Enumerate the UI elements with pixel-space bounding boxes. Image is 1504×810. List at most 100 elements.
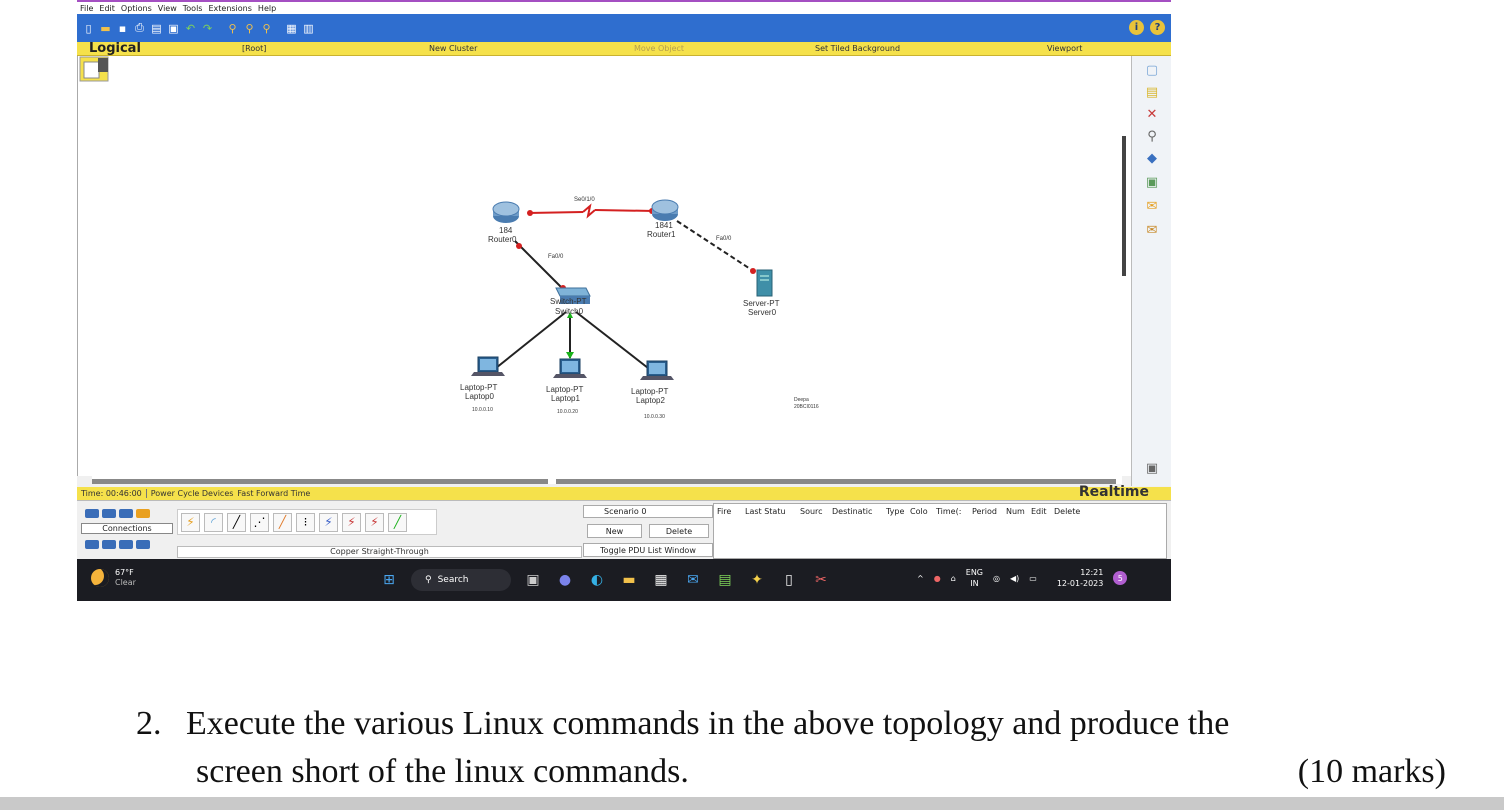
- new-icon[interactable]: ▯: [85, 21, 92, 35]
- serial-link-2[interactable]: [594, 209, 655, 212]
- auto-connection-icon[interactable]: ⚡: [181, 512, 200, 532]
- zoom-in-icon[interactable]: ⚲: [228, 21, 237, 35]
- network-device-icon[interactable]: [85, 509, 99, 518]
- set-tiled-background-button[interactable]: Set Tiled Background: [815, 44, 901, 53]
- wan-emulation-icon[interactable]: [119, 540, 133, 549]
- power-cycle-devices-button[interactable]: Power Cycle Devices: [150, 489, 234, 498]
- edge-icon[interactable]: ◐: [590, 572, 604, 588]
- chevron-up-icon[interactable]: ^: [917, 573, 924, 583]
- phone-cable-icon[interactable]: ⁝: [296, 512, 315, 532]
- weather-widget[interactable]: 67°F Clear: [91, 568, 136, 588]
- fiber-icon[interactable]: ╱: [273, 512, 292, 532]
- open-icon[interactable]: ▬: [100, 21, 111, 35]
- toggle-pdu-list-button[interactable]: Toggle PDU List Window: [583, 543, 713, 557]
- router1-device[interactable]: 1841 Router1: [647, 199, 679, 239]
- serial-dte-icon[interactable]: ⚡: [342, 512, 361, 532]
- link-switch0-laptop2[interactable]: [575, 311, 649, 369]
- laptop0-device[interactable]: Laptop-PT Laptop0 10.0.0.10: [460, 356, 505, 413]
- notification-badge[interactable]: 5: [1113, 571, 1128, 585]
- switch0-device[interactable]: Switch-PT Switch0: [550, 287, 591, 316]
- undo-icon[interactable]: ↶: [185, 21, 196, 35]
- link-router1-server0[interactable]: [676, 220, 759, 275]
- menu-file[interactable]: File: [80, 3, 94, 13]
- zoom-out-icon[interactable]: ⚲: [262, 21, 271, 35]
- root-button[interactable]: [Root]: [242, 44, 267, 53]
- network-alert-icon[interactable]: ⌂: [950, 573, 956, 583]
- laptop1-device[interactable]: Laptop-PT Laptop1 10.0.0.20: [546, 358, 587, 415]
- help-icon[interactable]: ?: [1150, 20, 1165, 35]
- realtime-mode-tab[interactable]: Realtime: [1078, 484, 1149, 500]
- language-region[interactable]: IN: [970, 579, 979, 588]
- menu-tools[interactable]: Tools: [182, 3, 203, 13]
- mail-icon[interactable]: ✉: [687, 572, 699, 588]
- language-code[interactable]: ENG: [965, 568, 984, 577]
- link-switch0-laptop0[interactable]: [495, 311, 567, 369]
- note-id[interactable]: 20BCI0116: [794, 404, 819, 410]
- serial-dce-icon[interactable]: ⚡: [319, 512, 338, 532]
- copper-cross-icon[interactable]: ⋰: [250, 512, 269, 532]
- file-explorer-icon[interactable]: ▬: [622, 572, 636, 588]
- snipping-tool-icon[interactable]: ✂: [815, 572, 827, 588]
- copy-icon[interactable]: ▣: [168, 21, 179, 35]
- router0-device[interactable]: 184 Router0: [488, 201, 520, 244]
- note-name[interactable]: Deepa: [794, 397, 809, 403]
- save-icon[interactable]: ▪: [118, 21, 127, 35]
- scenario-select[interactable]: Scenario 0: [583, 505, 713, 518]
- info-icon[interactable]: i: [1129, 20, 1144, 35]
- fast-forward-time-button[interactable]: Fast Forward Time: [237, 489, 311, 498]
- console-cable-icon[interactable]: ◜: [204, 512, 223, 532]
- viewport-icon[interactable]: ▣: [1145, 460, 1159, 476]
- resize-shape-icon[interactable]: ▣: [1145, 174, 1159, 190]
- terminal-icon[interactable]: ▤: [718, 572, 732, 588]
- serial-link[interactable]: [527, 211, 584, 214]
- copper-straight-icon[interactable]: ╱: [227, 512, 246, 532]
- activity-wizard-icon[interactable]: ▤: [151, 21, 162, 35]
- menu-help[interactable]: Help: [257, 3, 277, 13]
- custom-icon[interactable]: [136, 540, 150, 549]
- workspace-canvas[interactable]: Se0/1/0 Fa0/0 Fa0/0 184 Router0 1841 Rou…: [77, 56, 1131, 484]
- clock-date[interactable]: 12-01-2023: [1056, 579, 1104, 588]
- print-icon[interactable]: ⎙: [135, 21, 144, 34]
- octal-cable-icon[interactable]: ⚡: [365, 512, 384, 532]
- store-icon[interactable]: ▦: [654, 572, 668, 588]
- misc-device-icon[interactable]: [85, 540, 99, 549]
- note-icon[interactable]: ▤: [1145, 84, 1159, 100]
- select-icon[interactable]: ▢: [1145, 62, 1159, 78]
- component-icon[interactable]: [119, 509, 133, 518]
- menu-options[interactable]: Options: [120, 3, 152, 13]
- inspect-icon[interactable]: ⚲: [1147, 128, 1157, 144]
- horizontal-scrollbar[interactable]: [92, 476, 1122, 484]
- tray-app-icon[interactable]: ●: [933, 573, 941, 583]
- add-complex-pdu-icon[interactable]: ✉: [1146, 222, 1158, 238]
- redo-icon[interactable]: ↷: [202, 21, 213, 35]
- palette-icon[interactable]: ▦: [286, 21, 297, 35]
- custom-device-icon[interactable]: ▥: [303, 21, 314, 35]
- volume-icon[interactable]: ◀): [1010, 573, 1020, 583]
- document-icon[interactable]: ▯: [785, 572, 793, 588]
- vertical-scrollbar[interactable]: [1118, 136, 1130, 526]
- new-cluster-button[interactable]: New Cluster: [429, 44, 478, 53]
- task-view-icon[interactable]: ▣: [526, 572, 540, 588]
- battery-icon[interactable]: ▭: [1029, 573, 1037, 583]
- new-scenario-button[interactable]: New: [587, 524, 642, 538]
- teams-icon[interactable]: ●: [558, 572, 572, 588]
- viewport-button[interactable]: Viewport: [1047, 44, 1083, 53]
- laptop2-device[interactable]: Laptop-PT Laptop2 10.0.0.30: [631, 360, 674, 420]
- move-object-button[interactable]: Move Object: [634, 44, 685, 53]
- draw-shape-icon[interactable]: ◆: [1147, 150, 1157, 166]
- link-router0-switch0[interactable]: [514, 240, 569, 295]
- menu-view[interactable]: View: [157, 3, 177, 13]
- clock-time[interactable]: 12:21: [1080, 568, 1104, 577]
- menu-edit[interactable]: Edit: [99, 3, 115, 13]
- zoom-reset-icon[interactable]: ⚲: [245, 21, 254, 35]
- navigation-icon[interactable]: [79, 56, 109, 82]
- iot-cable-icon[interactable]: ╱: [388, 512, 407, 532]
- server0-device[interactable]: Server-PT Server0: [743, 269, 780, 317]
- end-device-icon[interactable]: [102, 509, 116, 518]
- add-simple-pdu-icon[interactable]: ✉: [1146, 198, 1158, 214]
- multiuser-icon[interactable]: [102, 540, 116, 549]
- globe-icon[interactable]: ◎: [993, 573, 1000, 583]
- menu-extensions[interactable]: Extensions: [208, 3, 252, 13]
- windows-start-icon[interactable]: ⊞: [383, 572, 395, 588]
- delete-icon[interactable]: ✕: [1146, 106, 1158, 122]
